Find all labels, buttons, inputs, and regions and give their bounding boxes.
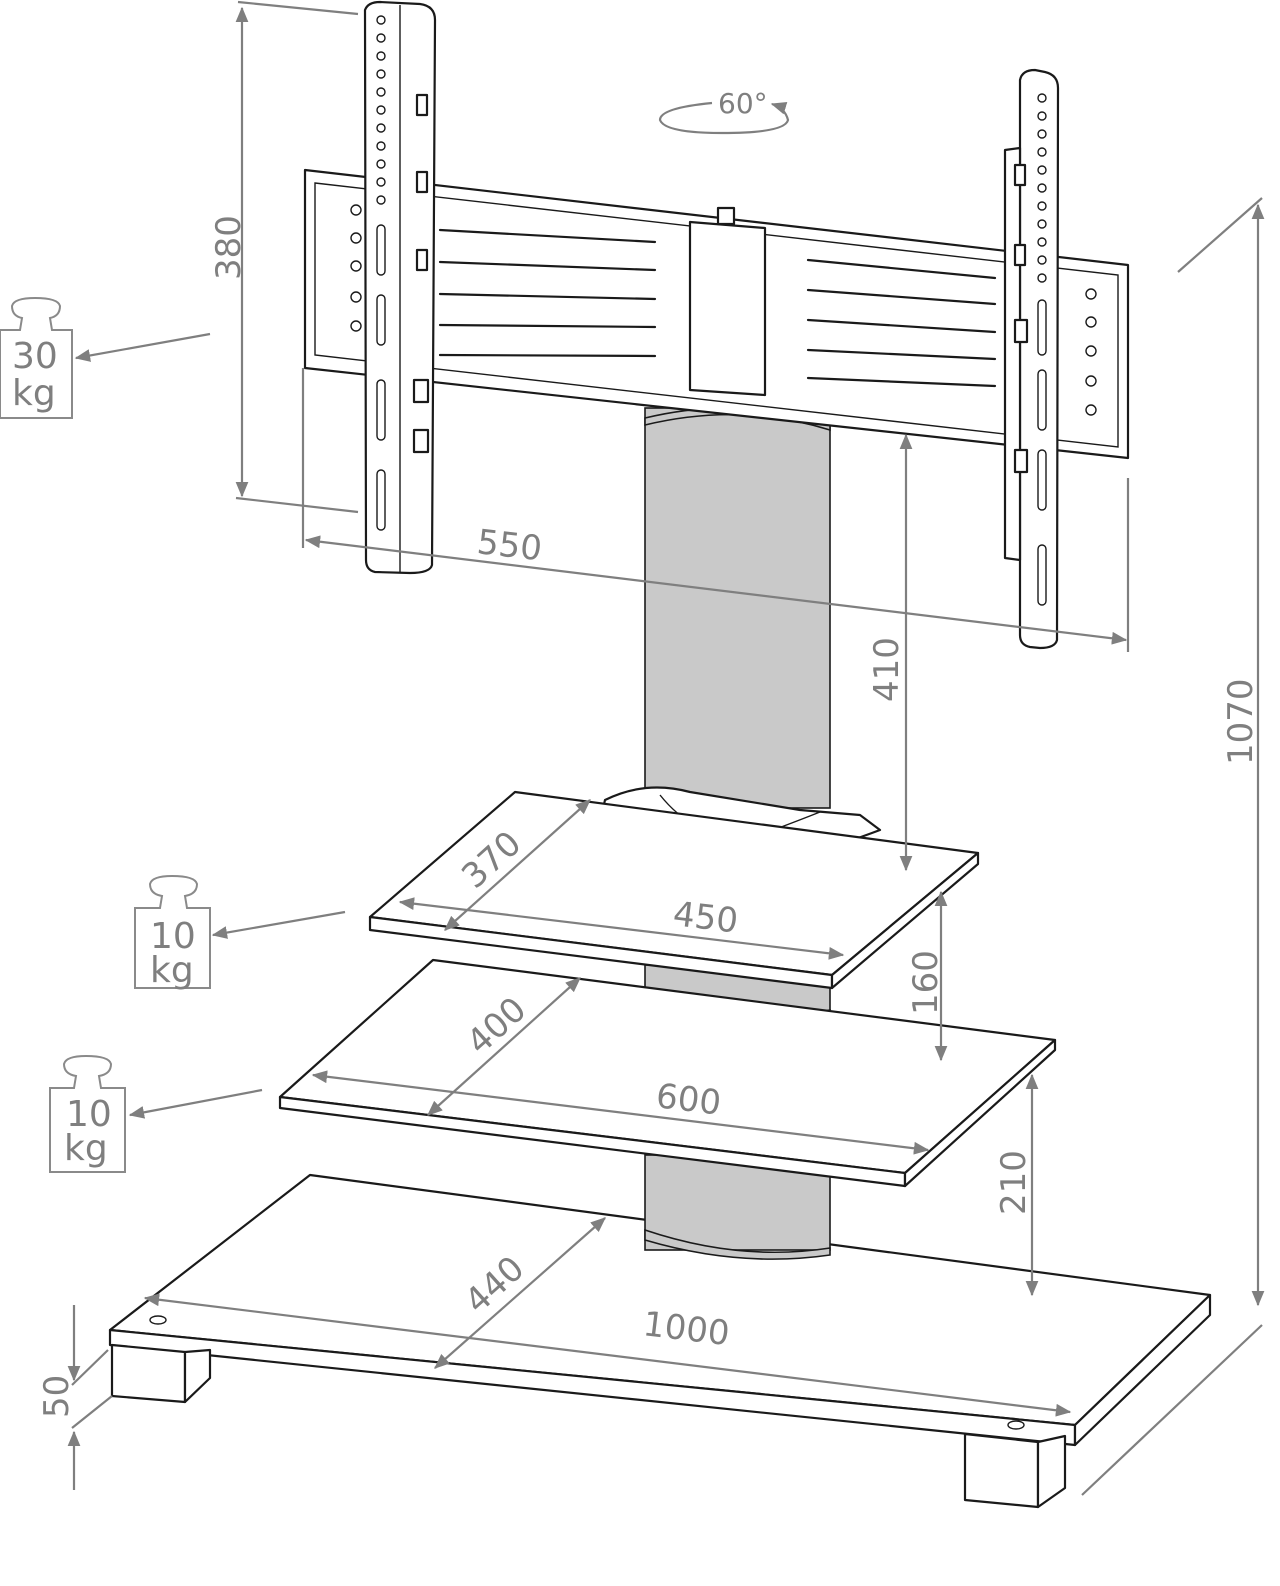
dim-total-height: 1070 bbox=[1221, 678, 1261, 765]
dim-bracket-width: 550 bbox=[475, 522, 544, 569]
bracket-slots-right bbox=[806, 258, 997, 388]
top-shelf bbox=[368, 790, 980, 990]
dim-shelf-gap-1: 160 bbox=[906, 950, 946, 1015]
base-foot-left bbox=[110, 1343, 212, 1404]
dim-top-shelf-width: 450 bbox=[671, 894, 740, 941]
load-top-shelf-value: 10 bbox=[150, 916, 196, 957]
bracket-pegs bbox=[350, 204, 1097, 416]
dimension-lines bbox=[67, 0, 1265, 1496]
vesa-arm-right bbox=[1003, 68, 1060, 650]
load-bracket-value: 30 bbox=[12, 336, 58, 377]
vesa-arm-left bbox=[363, 0, 437, 575]
load-bracket-unit: kg bbox=[12, 373, 56, 414]
tv-bracket bbox=[303, 168, 1130, 460]
dim-shelf-gap-2: 210 bbox=[994, 1150, 1034, 1215]
dim-rotation: 60° bbox=[718, 87, 768, 120]
load-weight-top-shelf: 10 kg bbox=[134, 874, 211, 991]
bracket-slots-left bbox=[438, 228, 657, 358]
load-middle-shelf-value: 10 bbox=[66, 1094, 112, 1135]
arm-holes-right bbox=[1037, 93, 1047, 606]
arm-holes-left bbox=[376, 15, 386, 531]
load-weight-middle-shelf: 10 kg bbox=[49, 1054, 126, 1173]
dim-bracket-height: 380 bbox=[209, 215, 249, 280]
base-bolt-hole bbox=[1007, 1420, 1025, 1430]
load-top-shelf-unit: kg bbox=[150, 950, 194, 991]
dim-base-thickness: 50 bbox=[37, 1375, 77, 1418]
base-bolt-hole bbox=[149, 1315, 167, 1325]
load-middle-shelf-unit: kg bbox=[64, 1128, 108, 1169]
load-weight-bracket: 30 kg bbox=[0, 296, 73, 419]
dim-column-height: 410 bbox=[867, 637, 907, 702]
base-foot-right bbox=[963, 1432, 1067, 1509]
dim-middle-shelf-width: 600 bbox=[654, 1076, 723, 1123]
